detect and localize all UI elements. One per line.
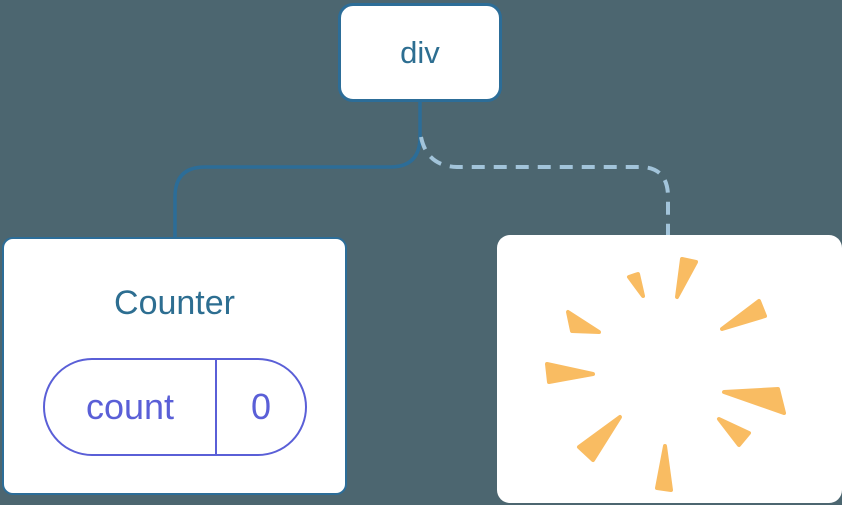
tree-node-counter: Counter count 0 <box>2 237 347 495</box>
tree-node-poof <box>497 235 842 503</box>
div-node-label: div <box>400 35 440 70</box>
state-key-label: count <box>85 386 175 427</box>
state-value-cell: 0 <box>217 360 305 454</box>
counter-title: Counter <box>114 284 235 322</box>
state-key-cell: count <box>45 360 217 454</box>
edge-solid-to-counter <box>173 102 422 240</box>
state-pill: count 0 <box>43 358 307 456</box>
poof-starburst-icon <box>545 257 786 492</box>
tree-node-div: div <box>338 3 502 102</box>
state-value-label: 0 <box>250 386 272 427</box>
edge-dashed-to-poof <box>419 136 670 237</box>
poof-rays <box>545 257 786 492</box>
